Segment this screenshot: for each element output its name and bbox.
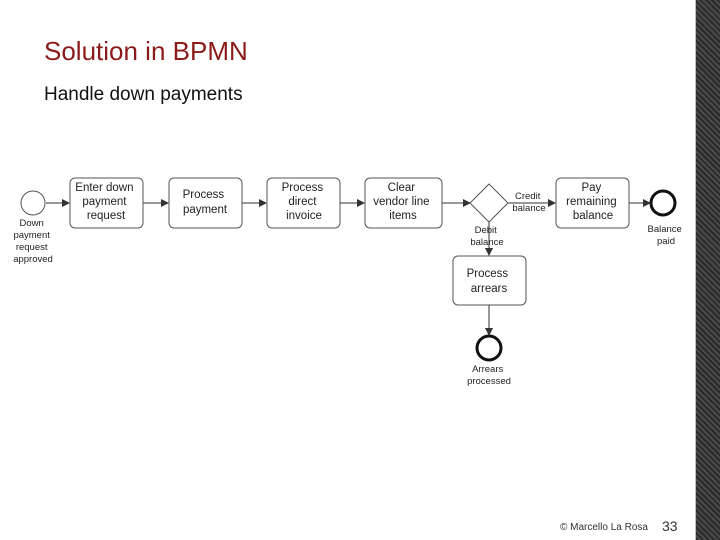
flow-label-debit-balance: Debit balance xyxy=(470,225,503,248)
task-label: Clear vendor line items xyxy=(373,182,432,222)
bpmn-diagram: Down payment request approved Enter down… xyxy=(13,177,685,387)
task-pay-remaining-balance: Pay remaining balance xyxy=(555,177,630,229)
sequence-flows xyxy=(46,199,651,336)
task-clear-vendor-line-items: Clear vendor line items xyxy=(364,177,443,229)
footer-copyright: © Marcello La Rosa xyxy=(560,522,648,533)
page-number: 33 xyxy=(662,518,678,534)
end-event-balance-paid xyxy=(649,189,677,217)
start-event-label: Down payment request approved xyxy=(13,218,53,265)
task-process-arrears: Process arrears xyxy=(452,255,527,306)
flow-label-credit-balance: Credit balance xyxy=(512,191,545,214)
slide-subtitle: Handle down payments xyxy=(44,84,243,105)
task-enter-down-payment-request: Enter down payment request xyxy=(69,177,144,229)
task-process-direct-invoice: Process direct invoice xyxy=(266,177,341,229)
task-label: Process direct invoice xyxy=(282,182,327,222)
start-event xyxy=(20,190,46,216)
task-label: Process payment xyxy=(183,189,228,216)
task-process-payment: Process payment xyxy=(168,177,243,229)
slide-title: Solution in BPMN xyxy=(44,36,248,66)
exclusive-gateway xyxy=(469,183,509,223)
end-event-balance-paid-label: Balance paid xyxy=(648,224,685,247)
end-event-arrears-processed-label: Arrears processed xyxy=(467,364,511,387)
slide-edge-decoration xyxy=(696,0,720,540)
task-label: Enter down payment request xyxy=(75,182,136,222)
task-label: Pay remaining balance xyxy=(566,182,620,222)
end-event-arrears-processed xyxy=(475,334,503,362)
slide-edge-line xyxy=(695,0,696,540)
task-label: Process arrears xyxy=(467,268,512,295)
